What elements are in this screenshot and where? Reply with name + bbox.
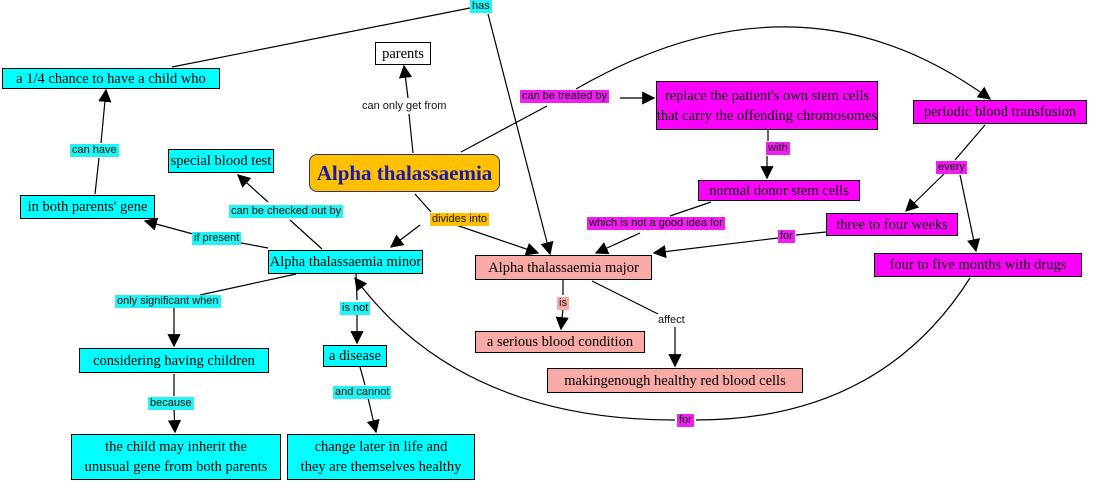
node-child-inherit[interactable]: the child may inherit the unusual gene f… — [71, 434, 281, 480]
node-replace-line1: replace the patient's own stem cells — [664, 87, 870, 104]
node-three-four-weeks[interactable]: three to four weeks — [826, 213, 958, 236]
node-making-red-cells[interactable]: makingenough healthy red blood cells — [547, 368, 803, 393]
edge-chance-has — [171, 7, 471, 68]
node-both-parents-gene[interactable]: in both parents' gene — [20, 195, 155, 219]
link-if-present[interactable]: if present — [192, 232, 242, 245]
link-is-not[interactable]: is not — [340, 302, 371, 315]
link-can-only-get-from[interactable]: can only get from — [360, 100, 449, 113]
edge-because-inherit — [167, 408, 182, 434]
node-change-later[interactable]: change later in life and they are themse… — [287, 434, 475, 480]
edge-treated-transfusion — [575, 26, 992, 100]
link-and-cannot[interactable]: and cannot — [333, 386, 392, 399]
edge-disease-andcannot — [359, 366, 366, 386]
link-because[interactable]: because — [148, 397, 194, 410]
edge-andcannot-change — [366, 397, 380, 434]
node-alpha-thalassaemia[interactable]: Alpha thalassaemia — [309, 154, 500, 192]
edge-canhave-chance — [98, 88, 112, 144]
edge-minor-isnot — [355, 273, 358, 301]
link-with[interactable]: with — [766, 142, 790, 155]
node-thalassaemia-major[interactable]: Alpha thalassaemia major — [475, 255, 652, 280]
node-thalassaemia-minor[interactable]: Alpha thalassaemia minor — [268, 250, 423, 274]
edge-minor-onlysig — [199, 273, 297, 296]
node-inherit-line1: the child may inherit the — [105, 439, 247, 455]
edge-donor-notgood — [669, 201, 712, 217]
edge-divides-major — [455, 224, 540, 256]
node-parents[interactable]: parents — [375, 42, 431, 65]
edge-is-serious — [555, 308, 569, 331]
node-replace-line2: that carry the offending chromosomes — [656, 107, 878, 124]
link-for-months[interactable]: for — [677, 414, 694, 427]
node-replace-stem-cells[interactable]: replace the patient's own stem cells tha… — [656, 81, 878, 130]
edge-divides-minor — [389, 224, 421, 248]
link-every[interactable]: every — [936, 161, 967, 174]
link-can-be-treated-by[interactable]: can be treated by — [520, 90, 610, 103]
edge-ifpresent-gene — [143, 217, 194, 235]
edge-onlyget-parents — [398, 64, 413, 99]
link-can-be-checked-out-by[interactable]: can be checked out by — [229, 205, 344, 218]
link-affect[interactable]: affect — [656, 314, 687, 327]
edge-minor-checked — [289, 219, 323, 250]
edge-root-treated — [460, 105, 548, 153]
link-is[interactable]: is — [557, 297, 569, 310]
node-donor-stem-cells[interactable]: normal donor stem cells — [698, 180, 860, 201]
node-change-line1: change later in life and — [314, 439, 448, 455]
edge-gene-canhave — [94, 157, 100, 195]
edge-checked-test — [237, 174, 269, 203]
edge-months-for — [695, 277, 971, 421]
link-can-have[interactable]: can have — [70, 144, 119, 157]
edge-notgood-major — [594, 232, 641, 255]
edge-minor-ifpresent — [235, 241, 269, 249]
node-change-line2: they are themselves healthy — [300, 459, 462, 475]
edge-root-divides — [414, 193, 432, 213]
link-divides-into[interactable]: divides into — [430, 213, 490, 226]
edge-every-weeks — [905, 173, 945, 212]
edge-major-affect — [591, 280, 661, 316]
link-has[interactable]: has — [470, 0, 492, 13]
edge-every-months — [959, 174, 981, 253]
node-a-disease[interactable]: a disease — [323, 345, 387, 367]
link-for-weeks[interactable]: for — [778, 230, 795, 243]
node-four-five-months[interactable]: four to five months with drugs — [874, 253, 1082, 277]
edge-for-minor — [354, 276, 676, 421]
edge-root-onlyget — [408, 113, 414, 154]
link-only-significant-when[interactable]: only significant when — [115, 295, 221, 308]
node-inherit-line2: unusual gene from both parents — [84, 459, 268, 475]
edge-has-major — [487, 13, 554, 256]
edge-weeks-for — [795, 231, 827, 236]
edge-transfusion-every — [954, 124, 986, 161]
node-considering-children[interactable]: considering having children — [79, 348, 269, 373]
node-periodic-transfusion[interactable]: periodic blood transfusion — [913, 100, 1087, 124]
node-serious-condition[interactable]: a serious blood condition — [475, 331, 645, 353]
edge-for-major — [652, 237, 779, 259]
node-chance[interactable]: a 1/4 chance to have a child who — [2, 68, 220, 89]
link-not-good-idea[interactable]: which is not a good idea for — [587, 217, 725, 230]
node-special-blood-test[interactable]: special blood test — [168, 149, 274, 173]
